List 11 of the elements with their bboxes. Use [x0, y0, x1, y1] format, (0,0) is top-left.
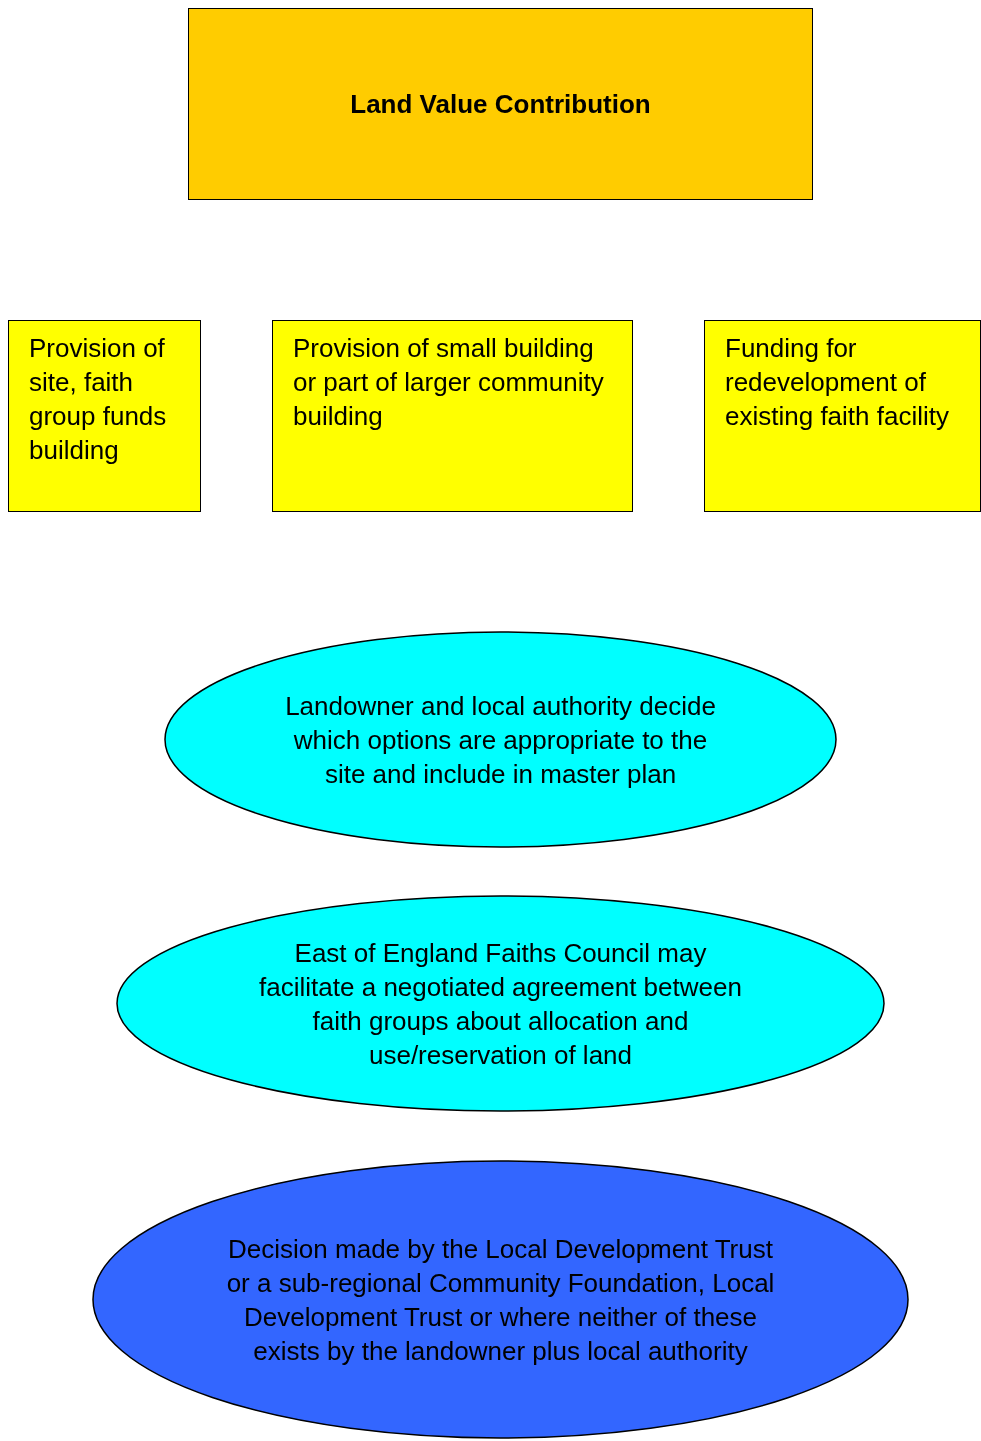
box-text: Funding for redevelopment of existing faith facility [725, 332, 950, 433]
ellipse-text: East of England Faiths Council may facilitate a negotiated agreement between faith groups about allocation and use/reservation of land [258, 936, 743, 1072]
ellipse-text: Decision made by the Local Development Trust or a sub-regional Community Foundation, Local Development Trust or where neither of these exists by the landowner plus local authority [225, 1232, 776, 1368]
process-box [704, 320, 981, 512]
box-text: Land Value Contribution [350, 88, 651, 121]
process-box [272, 320, 633, 512]
process-box [188, 8, 813, 200]
process-box [8, 320, 201, 512]
ellipse-text: Landowner and local authority decide which options are appropriate to the site and include in master plan [284, 689, 717, 791]
box-text: Provision of small building or part of larger community building [293, 332, 605, 433]
box-text: Provision of site, faith group funds building [29, 332, 168, 467]
